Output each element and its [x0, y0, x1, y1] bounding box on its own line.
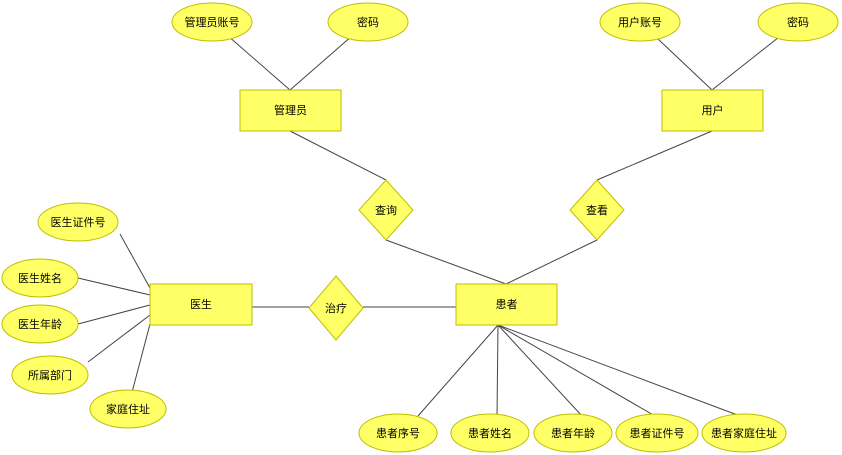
attribute-doctor-cert-ellipse [37, 202, 119, 242]
attribute-patient-no-ellipse [358, 413, 438, 453]
edge-patient-address [497, 324, 741, 417]
entity-patient[interactable]: 患者 [455, 283, 558, 326]
attribute-patient-name-label: 患者姓名 [468, 426, 512, 440]
attribute-patient-cert[interactable]: 患者证件号 [615, 413, 699, 453]
attribute-patient-name[interactable]: 患者姓名 [450, 413, 530, 453]
attribute-doctor-address-ellipse [89, 389, 167, 429]
attribute-patient-cert-label: 患者证件号 [630, 427, 685, 440]
entity-patient-label: 患者 [496, 298, 518, 311]
attribute-patient-age-ellipse [533, 413, 613, 453]
entity-doctor-box [149, 283, 253, 326]
edge-patient-no [417, 324, 499, 417]
attribute-doctor-name-label: 医生姓名 [18, 271, 62, 285]
attribute-doctor-name[interactable]: 医生姓名 [1, 258, 79, 298]
relationship-treat-diamond [308, 275, 364, 341]
edge-patient-cert [497, 324, 656, 417]
attribute-patient-age-label: 患者年龄 [551, 426, 595, 440]
attribute-admin-account-ellipse [171, 2, 253, 42]
attribute-doctor-cert-label: 医生证件号 [51, 215, 106, 229]
attribute-user-password-label: 密码 [787, 15, 809, 29]
attribute-doctor-name-ellipse [1, 258, 79, 298]
edge-patient-name [496, 324, 499, 417]
attribute-patient-no[interactable]: 患者序号 [358, 413, 438, 453]
attribute-user-password[interactable]: 密码 [757, 2, 839, 42]
attribute-admin-password-ellipse [327, 2, 409, 42]
relationship-view-label: 查看 [586, 203, 608, 217]
attribute-patient-name-ellipse [450, 413, 530, 453]
entity-user-box [661, 89, 764, 132]
attribute-user-account-ellipse [599, 2, 681, 42]
edge-admin-query [289, 130, 387, 181]
edge-patient-age [497, 324, 583, 417]
relationship-treat-label: 治疗 [325, 301, 347, 315]
entity-doctor-label: 医生 [190, 297, 212, 311]
relationship-query-diamond [358, 179, 414, 241]
attribute-user-password-ellipse [757, 2, 839, 42]
attribute-doctor-dept[interactable]: 所属部门 [11, 355, 89, 395]
attribute-admin-account[interactable]: 管理员账号 [171, 2, 253, 42]
attribute-patient-address[interactable]: 患者家庭住址 [701, 413, 787, 453]
attribute-admin-password[interactable]: 密码 [327, 2, 409, 42]
attribute-doctor-address-label: 家庭住址 [106, 402, 150, 416]
edge-doctor-name [77, 277, 151, 296]
attribute-doctor-age[interactable]: 医生年龄 [1, 304, 79, 344]
attribute-doctor-age-ellipse [1, 304, 79, 344]
attribute-doctor-age-label: 医生年龄 [18, 317, 62, 331]
edge-user-view [596, 130, 713, 181]
attribute-admin-password-label: 密码 [357, 15, 379, 29]
attribute-doctor-dept-label: 所属部门 [28, 368, 72, 382]
attribute-doctor-address[interactable]: 家庭住址 [89, 389, 167, 429]
edge-doctor-age [77, 304, 151, 325]
relationship-query[interactable]: 查询 [358, 179, 414, 241]
relationship-treat[interactable]: 治疗 [308, 275, 364, 341]
entity-user-label: 用户 [702, 103, 724, 117]
entity-admin[interactable]: 管理员 [239, 89, 342, 132]
attribute-patient-cert-ellipse [615, 413, 699, 453]
attribute-doctor-cert[interactable]: 医生证件号 [37, 202, 119, 242]
attribute-patient-address-ellipse [701, 413, 787, 453]
attribute-user-account[interactable]: 用户账号 [599, 2, 681, 42]
relationship-query-label: 查询 [375, 203, 397, 217]
attribute-user-account-label: 用户账号 [618, 15, 662, 29]
attribute-patient-age[interactable]: 患者年龄 [533, 413, 613, 453]
relationship-view-diamond [569, 179, 625, 241]
edge-query-patient [385, 239, 507, 285]
entity-user[interactable]: 用户 [661, 89, 764, 132]
attribute-doctor-dept-ellipse [11, 355, 89, 395]
edge-doctor-dept [87, 314, 151, 363]
attribute-admin-account-label: 管理员账号 [185, 15, 240, 29]
relationship-view[interactable]: 查看 [569, 179, 625, 241]
entity-patient-box [455, 283, 558, 326]
edge-doctor-cert [119, 233, 151, 289]
attribute-patient-no-label: 患者序号 [376, 426, 420, 440]
attribute-patient-address-label: 患者家庭住址 [711, 426, 777, 440]
connectors [77, 21, 799, 417]
edge-view-patient [505, 239, 598, 285]
edge-doctor-address [129, 323, 151, 401]
entity-doctor[interactable]: 医生 [149, 283, 253, 326]
entity-admin-label: 管理员 [274, 103, 307, 117]
entity-admin-box [239, 89, 342, 132]
